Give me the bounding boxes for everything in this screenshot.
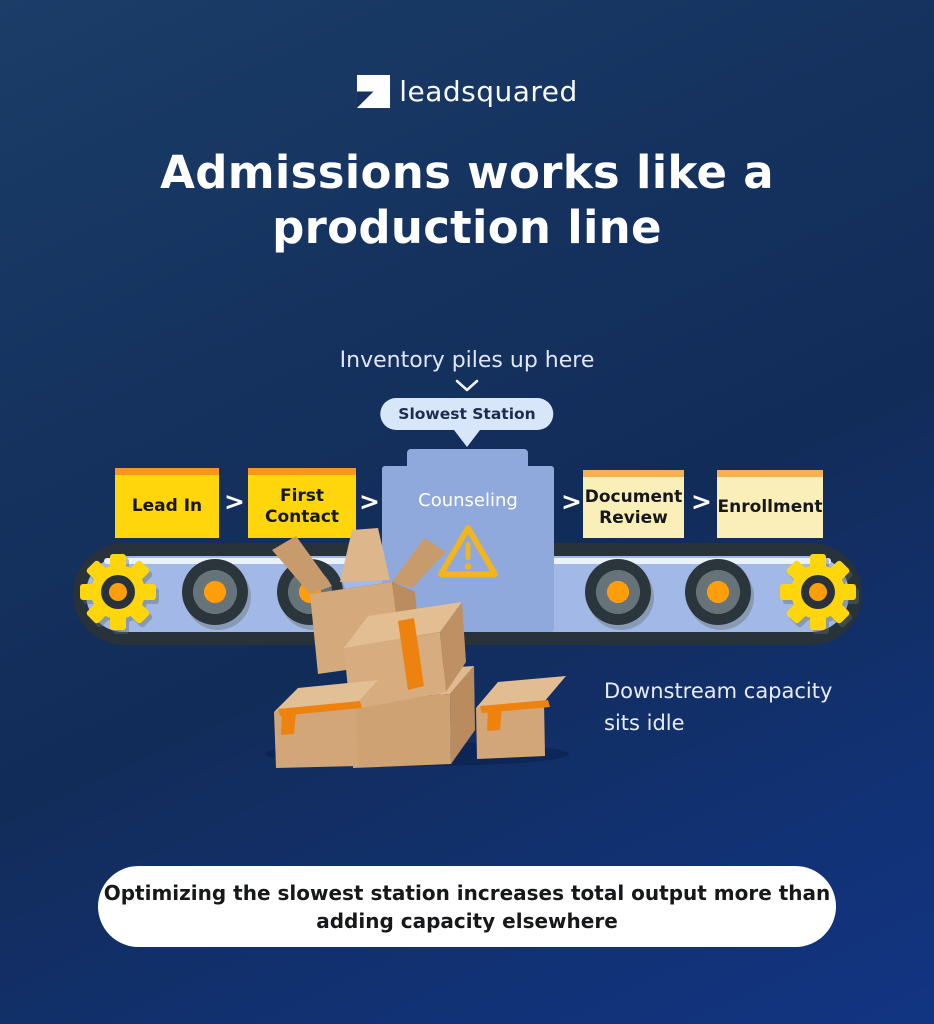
page-title: Admissions works like a production line: [0, 146, 934, 256]
warning-triangle-icon: [438, 524, 498, 578]
taped-box: [344, 602, 466, 710]
page-title-line1: Admissions works like a: [160, 146, 774, 199]
slowest-station-badge: Slowest Station: [380, 398, 554, 430]
chevron-right-icon: >: [561, 487, 582, 516]
station-label: First Contact: [264, 485, 340, 527]
badge-tail: [454, 430, 480, 447]
station-strip: [248, 468, 356, 475]
station-first-contact: First Contact: [248, 468, 356, 538]
station-strip: [583, 470, 684, 477]
page-title-line2: production line: [272, 200, 662, 254]
chevron-down-icon: [455, 379, 479, 392]
leadsquared-logo-icon: [357, 74, 391, 109]
gear-icon: [80, 554, 156, 630]
station-label: Counseling: [418, 490, 518, 511]
inventory-annotation: Inventory piles up here: [339, 348, 595, 373]
gear-icon: [780, 554, 856, 630]
chevron-right-icon: >: [691, 487, 712, 516]
station-strip: [717, 470, 823, 477]
box-pile-illustration: [265, 528, 569, 768]
station-enrollment: Enrollment: [717, 470, 823, 538]
station-label: Document Review: [584, 486, 683, 528]
open-box: [272, 528, 446, 674]
station-lead-in: Lead In: [115, 468, 219, 538]
conveyor-roller-icon: [585, 559, 651, 625]
downstream-line1: Downstream capacity: [604, 679, 833, 703]
chevron-right-icon: >: [359, 487, 380, 516]
takeaway-line1: Optimizing the slowest station increases…: [103, 880, 831, 905]
conveyor-roller-icon: [182, 559, 248, 625]
closed-box: [274, 680, 378, 768]
downstream-line2: sits idle: [604, 710, 685, 735]
downstream-annotation: Downstream capacity sits idle: [604, 676, 874, 739]
brand-name: leadsquared: [399, 75, 578, 108]
station-label: Enrollment: [717, 497, 823, 518]
closed-box: [476, 676, 566, 759]
brand-logo: leadsquared: [0, 74, 934, 109]
station-strip: [115, 468, 219, 475]
takeaway-banner: Optimizing the slowest station increases…: [98, 866, 836, 947]
station-label: Lead In: [131, 496, 203, 517]
conveyor-roller-icon: [685, 559, 751, 625]
takeaway-line2: adding capacity elsewhere: [316, 908, 618, 933]
chevron-right-icon: >: [224, 487, 245, 516]
station-document-review: Document Review: [583, 470, 684, 538]
